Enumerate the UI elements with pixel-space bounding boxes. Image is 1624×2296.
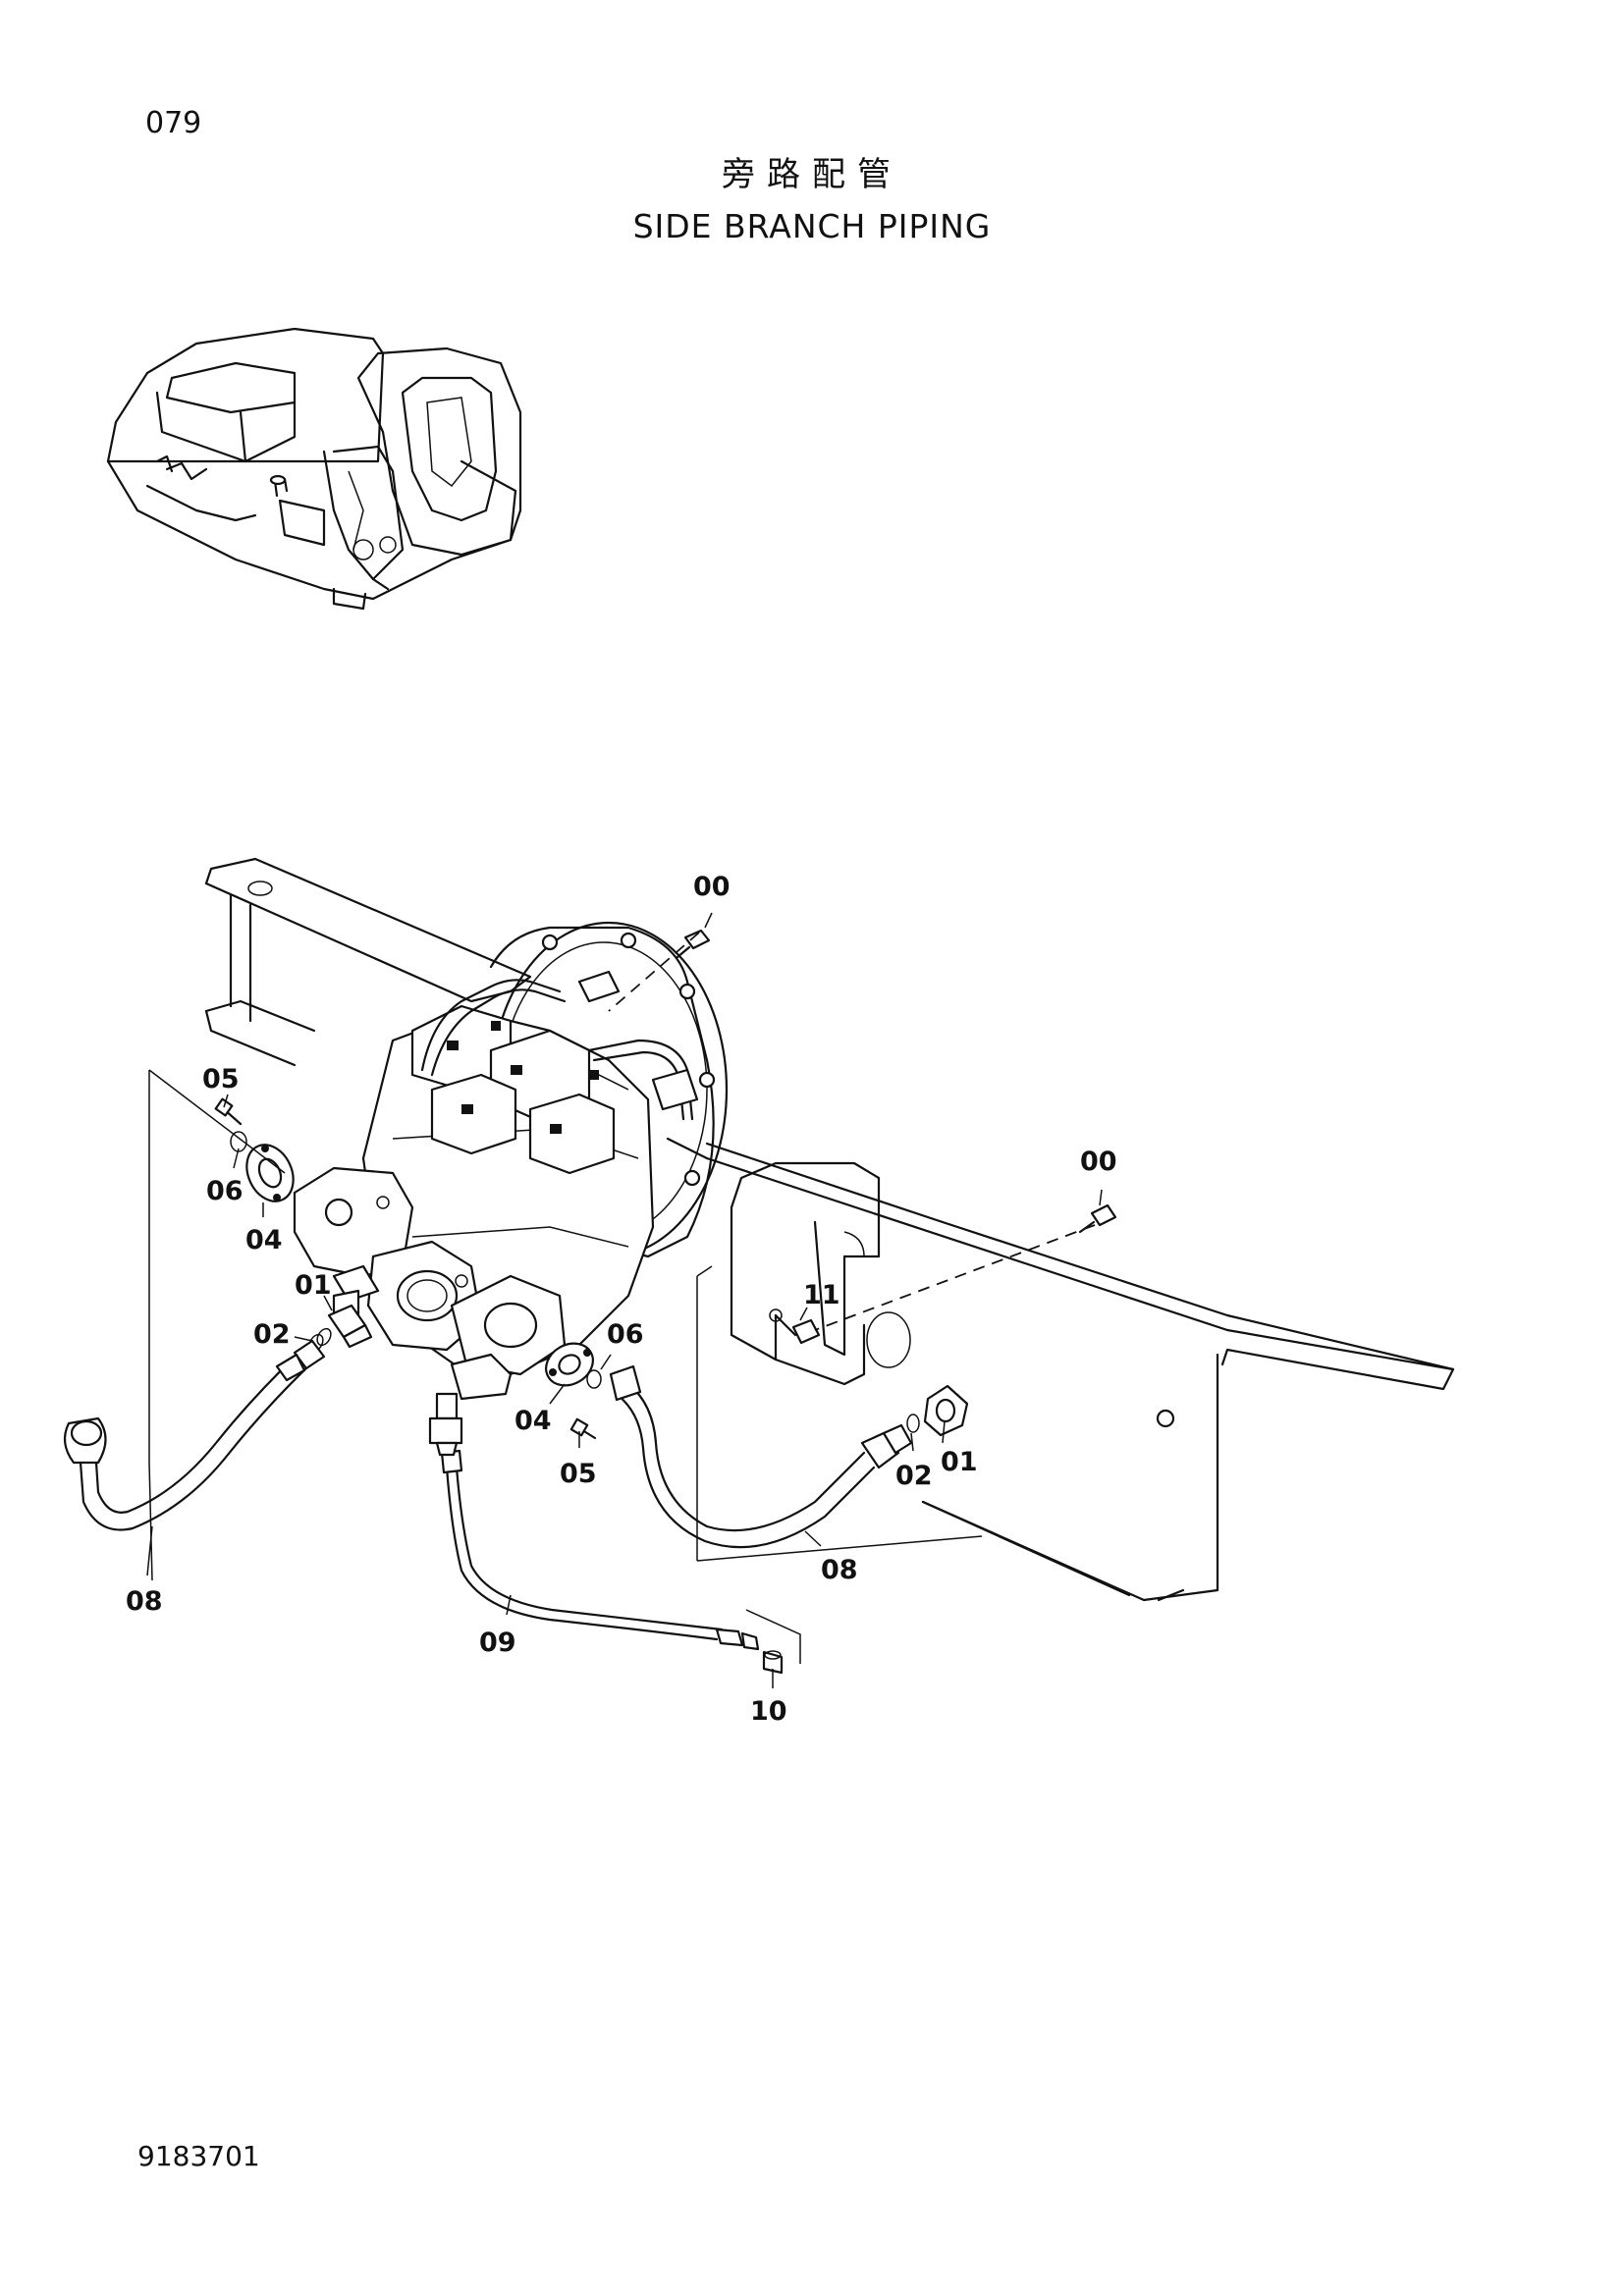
title-chinese: 旁路配管 <box>722 155 902 194</box>
callout-08-right: 08 <box>821 1555 858 1585</box>
bolt-05-left <box>214 1097 243 1126</box>
connector-10 <box>762 1650 784 1675</box>
callout-05-left: 05 <box>202 1064 240 1095</box>
callout-04-right: 04 <box>514 1406 552 1436</box>
drawing-number: 9183701 <box>137 2140 260 2172</box>
callout-02-left: 02 <box>253 1319 291 1350</box>
callout-labels: 00 00 05 06 04 01 02 11 06 04 05 02 01 0… <box>126 872 1117 1727</box>
frame-bracket <box>204 857 1455 1602</box>
callout-11: 11 <box>803 1280 840 1310</box>
callout-06-left: 06 <box>206 1176 244 1206</box>
callout-10: 10 <box>750 1696 787 1727</box>
adapter-01-left <box>327 1304 373 1349</box>
o-ring-02-right <box>906 1414 920 1433</box>
adapter-01-right <box>923 1384 969 1437</box>
callout-09: 09 <box>479 1628 516 1658</box>
check-valve-fitting <box>428 1392 463 1457</box>
flange-left <box>245 1144 295 1202</box>
callout-01-left: 01 <box>295 1270 332 1301</box>
page-number: 079 <box>145 106 202 140</box>
o-ring-right <box>586 1369 602 1389</box>
callout-01-right: 01 <box>941 1447 978 1477</box>
bolt-11 <box>774 1313 821 1345</box>
hose-09 <box>440 1449 760 1651</box>
title-block: 旁路配管 SIDE BRANCH PIPING <box>0 147 1624 245</box>
bolt-00-right <box>1078 1203 1117 1234</box>
flange-right <box>545 1342 594 1387</box>
machine-overview-thumbnail <box>106 327 522 611</box>
title-english: SIDE BRANCH PIPING <box>632 207 992 245</box>
hose-08-left <box>63 1339 326 1531</box>
callout-05-right: 05 <box>560 1459 597 1489</box>
callout-06-right: 06 <box>607 1319 644 1350</box>
bolt-00-top <box>676 929 711 959</box>
bolt-05-right <box>569 1417 597 1440</box>
leader-lines <box>146 912 1103 1688</box>
callout-00-top: 00 <box>693 872 731 902</box>
callout-00-right: 00 <box>1080 1147 1117 1177</box>
callout-04-left: 04 <box>245 1225 283 1255</box>
callout-02-right: 02 <box>895 1461 933 1491</box>
hose-08-right <box>609 1364 913 1549</box>
callout-08-left: 08 <box>126 1586 163 1617</box>
